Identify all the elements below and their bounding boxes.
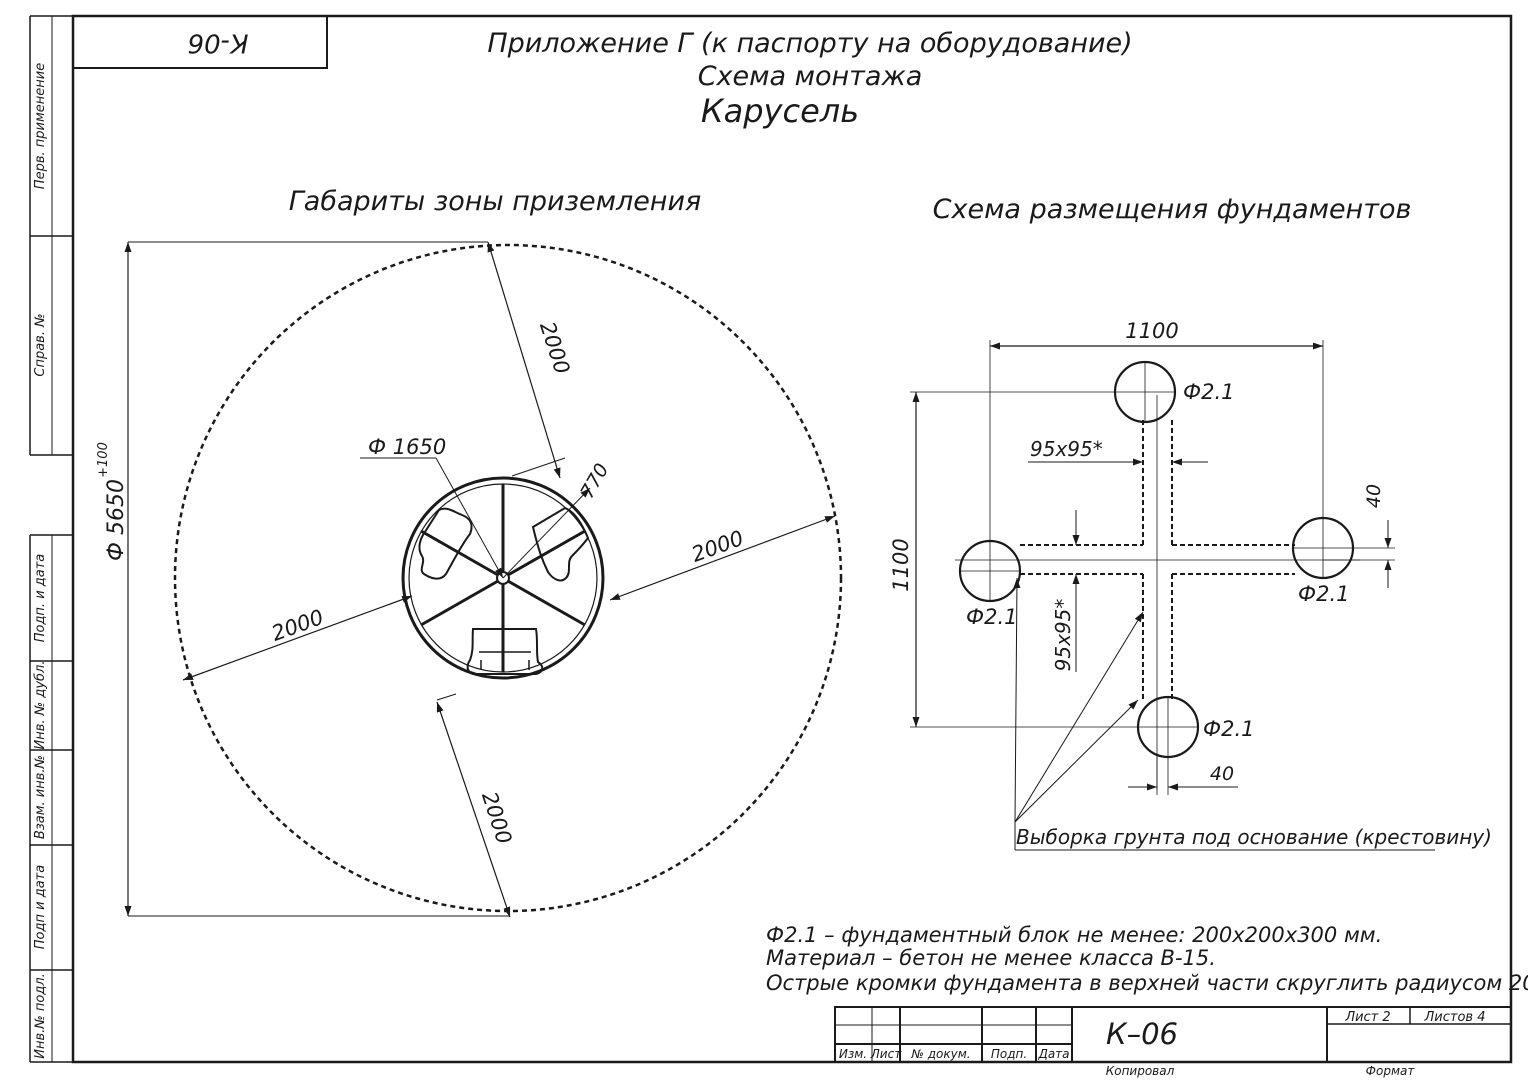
foundation-layout-title: Схема размещения фундаментов [933, 194, 1412, 225]
side-stamp: Перв. применение Справ. № Подп. и дата И… [33, 63, 48, 1059]
note-2: Материал – бетон не менее класса В-15. [766, 946, 1216, 970]
side-stamp-inv-podl: Инв.№ подл. [33, 973, 48, 1059]
note-1: Ф2.1 – фундаментный блок не менее: 200х2… [766, 923, 1382, 947]
corner-code: К-06 [188, 28, 249, 58]
clearance-left-label: 2000 [268, 605, 326, 646]
inner-diameter-label: Ф 1650 [368, 435, 446, 459]
section-h-label: 95х95* [1030, 437, 1103, 461]
header-line1: Приложение Г (к паспорту на оборудование… [487, 28, 1132, 59]
side-stamp-perv: Перв. применение [33, 63, 48, 189]
side-stamp-sprav: Справ. № [33, 313, 48, 376]
landing-zone-title: Габариты зоны приземления [289, 186, 702, 217]
header-line2: Схема монтажа [698, 61, 923, 92]
offset-bottom-label: 40 [1210, 763, 1234, 785]
landing-zone-drawing: Габариты зоны приземления Ф 5650 +100 [96, 186, 843, 918]
carousel [401, 476, 605, 680]
side-stamp-podp2: Подп и дата [33, 865, 48, 949]
copied-label: Копировал [1106, 1064, 1175, 1078]
block-label-right: Ф2.1 [1298, 582, 1349, 606]
col-izm: Изм. [839, 1047, 867, 1061]
block-label-left: Ф2.1 [966, 605, 1017, 629]
foundation-block-right [1291, 516, 1355, 580]
col-dokum: № докум. [910, 1047, 970, 1061]
height-dim-label: 1100 [889, 538, 913, 591]
callout-label: Выборка грунта под основание (крестовину… [1016, 825, 1492, 849]
clearance-right-label: 2000 [688, 526, 746, 567]
foundation-block-top [1113, 360, 1177, 424]
note-3: Острые кромки фундамента в верхней части… [766, 971, 1528, 995]
foundation-layout-drawing: Схема размещения фундаментов [889, 194, 1492, 851]
notes: Ф2.1 – фундаментный блок не менее: 200х2… [766, 923, 1528, 995]
title-block: К–06 Лист 2 Листов 4 Изм. Лист № докум. … [834, 1006, 1512, 1078]
corner-code-box: К-06 [72, 15, 328, 69]
col-list: Лист [870, 1047, 902, 1061]
outer-diameter-tolerance: +100 [96, 442, 111, 478]
col-data: Дата [1037, 1047, 1069, 1061]
col-podp: Подп. [991, 1047, 1027, 1061]
offset-right-label: 40 [1363, 484, 1385, 508]
sheet-frame [29, 14, 1513, 1064]
side-stamp-inv-dubl: Инв. № дубл. [33, 661, 48, 750]
foundation-block-bottom [1136, 695, 1200, 759]
outer-diameter-label: Ф 5650 [104, 479, 129, 561]
side-stamp-podp1: Подп. и дата [33, 554, 48, 643]
side-stamp-vzam: Взам. инв.№ [33, 755, 48, 839]
title-code: К–06 [1106, 1017, 1178, 1051]
width-dim-label: 1100 [1125, 319, 1178, 343]
section-v-label: 95х95* [1051, 599, 1075, 672]
header: Приложение Г (к паспорту на оборудование… [487, 28, 1132, 130]
block-label-top: Ф2.1 [1183, 380, 1234, 404]
title-sheets: Листов 4 [1424, 1010, 1486, 1025]
clearance-top-label: 2000 [535, 319, 574, 377]
foundation-block-left [958, 539, 1022, 603]
header-line3: Карусель [701, 92, 859, 130]
title-sheet: Лист 2 [1344, 1010, 1390, 1025]
format-label: Формат [1366, 1064, 1416, 1078]
block-label-bottom: Ф2.1 [1203, 717, 1254, 741]
